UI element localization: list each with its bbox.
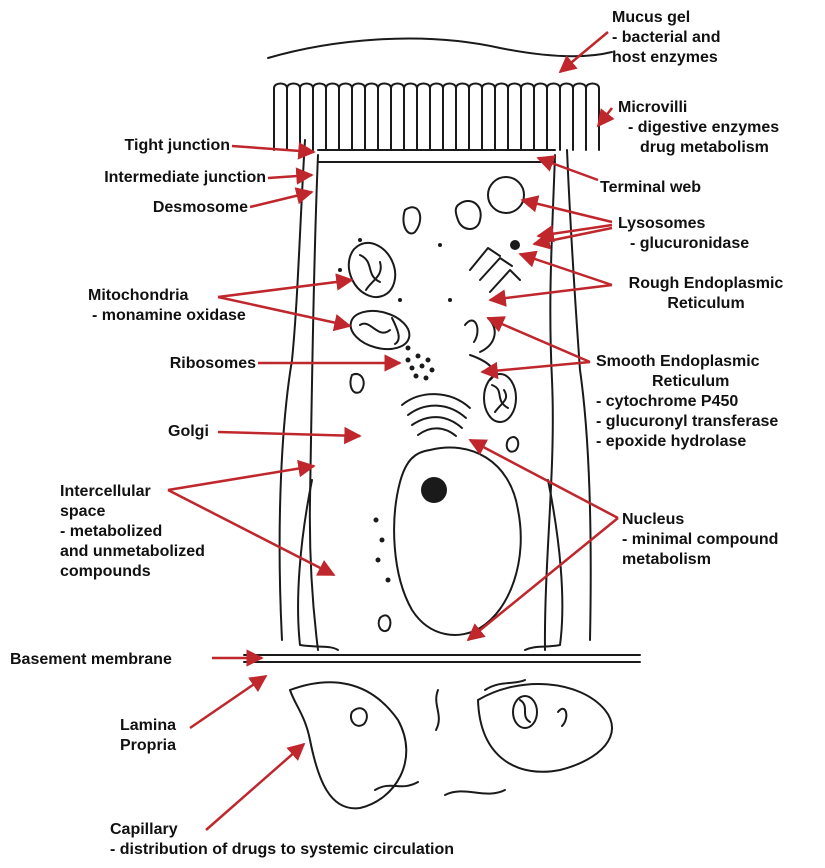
label-line: - glucuronyl transferase — [596, 412, 778, 432]
label-line: metabolism — [622, 550, 778, 570]
label-mitochondria: Mitochondria - monamine oxidase — [88, 286, 246, 326]
rough-er — [470, 248, 520, 292]
label-line: Intercellular — [60, 482, 205, 502]
label-line: - cytochrome P450 — [596, 392, 778, 412]
label-line: - glucuronidase — [618, 234, 749, 254]
arrow-capillary — [206, 744, 304, 830]
label-tight-junction: Tight junction — [60, 136, 230, 156]
label-desmosome: Desmosome — [100, 198, 248, 218]
label-mucus-gel: Mucus gel - bacterial and host enzymes — [612, 8, 720, 68]
arrow-lamina-propria — [190, 676, 266, 728]
label-intermediate-junction: Intermediate junction — [40, 168, 266, 188]
label-line: - monamine oxidase — [88, 306, 246, 326]
mitochondrion-2 — [346, 305, 413, 355]
capillary-left — [290, 682, 406, 808]
label-line: Lysosomes — [618, 214, 749, 234]
label-line: Reticulum — [596, 372, 778, 392]
basement-membrane — [244, 655, 640, 662]
label-line: space — [60, 502, 205, 522]
label-lysosomes: Lysosomes - glucuronidase — [618, 214, 749, 254]
arrow-golgi — [218, 432, 360, 436]
neighbour-cell-right — [567, 150, 591, 640]
label-basement-membrane: Basement membrane — [10, 650, 172, 670]
label-line: - digestive enzymes — [618, 118, 779, 138]
label-intercellular-space: Intercellular space - metabolized and un… — [60, 482, 205, 582]
label-line: Nucleus — [622, 510, 778, 530]
arrow-smooth-er-1 — [488, 318, 590, 362]
golgi — [402, 394, 470, 436]
mitochondrion-1 — [340, 235, 404, 304]
label-line: Rough Endoplasmic — [606, 274, 806, 294]
arrow-lysosome-1 — [522, 200, 612, 222]
arrow-nucleus-2 — [468, 518, 618, 640]
nucleolus — [421, 477, 447, 503]
label-line: Smooth Endoplasmic — [596, 352, 778, 372]
label-golgi: Golgi — [168, 422, 209, 442]
cell-wall-left — [310, 155, 318, 650]
microvilli — [274, 84, 599, 151]
arrow-microvilli — [598, 108, 612, 126]
intercellular-space-left — [298, 480, 338, 650]
label-capillary: Capillary - distribution of drugs to sys… — [110, 820, 454, 860]
label-line: Microvilli — [618, 98, 779, 118]
capillary-right — [478, 684, 612, 772]
label-line: Capillary — [110, 820, 454, 840]
pointer-arrows — [168, 32, 618, 830]
label-ribosomes: Ribosomes — [100, 354, 256, 374]
label-line: drug metabolism — [618, 138, 779, 158]
label-line: - minimal compound — [622, 530, 778, 550]
label-line: Propria — [120, 736, 176, 756]
arrow-smooth-er-2 — [482, 362, 590, 372]
label-line: - metabolized — [60, 522, 205, 542]
label-lamina-propria: Lamina Propria — [120, 716, 176, 756]
label-line: - distribution of drugs to systemic circ… — [110, 840, 454, 860]
label-line: - epoxide hydrolase — [596, 432, 778, 452]
arrow-mucus-gel — [560, 32, 608, 72]
label-line: Mitochondria — [88, 286, 246, 306]
label-nucleus: Nucleus - minimal compound metabolism — [622, 510, 778, 570]
terminal-web — [318, 150, 555, 162]
label-line: - bacterial and — [612, 28, 720, 48]
label-terminal-web: Terminal web — [600, 178, 701, 198]
nucleus-envelope — [394, 448, 521, 635]
label-line: and unmetabolized — [60, 542, 205, 562]
arrow-rough-er-1 — [520, 254, 612, 285]
neighbour-cell-left — [280, 140, 305, 640]
label-rough-er: Rough Endoplasmic Reticulum — [606, 274, 806, 314]
label-line: host enzymes — [612, 48, 720, 68]
lysosome-1 — [488, 177, 524, 213]
mucus-gel-line — [268, 39, 612, 58]
arrow-intermediate-junction — [268, 175, 312, 178]
label-smooth-er: Smooth Endoplasmic Reticulum - cytochrom… — [596, 352, 778, 452]
label-line: compounds — [60, 562, 205, 582]
label-line: Lamina — [120, 716, 176, 736]
label-line: Reticulum — [606, 294, 806, 314]
lysosome-2 — [456, 201, 481, 229]
label-line: Mucus gel — [612, 8, 720, 28]
intercellular-space-right — [525, 480, 562, 650]
label-microvilli: Microvilli - digestive enzymes drug meta… — [618, 98, 779, 158]
